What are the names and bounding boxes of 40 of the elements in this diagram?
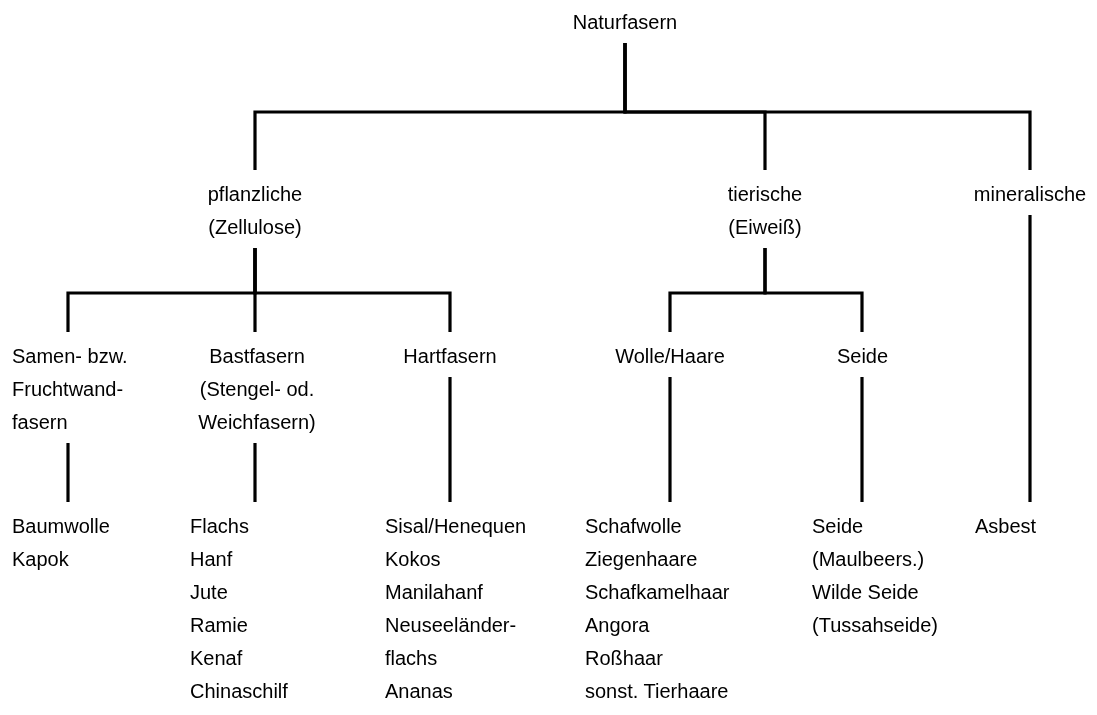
category-label: Bastfasern (Stengel- od. Weichfasern) [197,344,317,435]
fiber-name: Seide (Maulbeers.) [812,514,926,572]
fiber-name: Jute [190,580,229,605]
fiber-name: Ananas [385,679,454,704]
category-label: Samen- bzw. Fruchtwand- fasern [12,344,129,435]
tree-connector [623,43,1032,170]
tree-connector [860,377,864,502]
category-label: pflanzliche (Zellulose) [206,182,304,240]
fiber-name: Chinaschilf [190,679,289,704]
tree-connector [1028,215,1032,502]
fiber-name: Schafkamelhaar [585,580,731,605]
tree-connector [763,248,864,332]
fiber-name: Roßhaar [585,646,664,671]
fiber-name: Schafwolle [585,514,683,539]
tree-connector [448,377,452,502]
fiber-name: Ramie [190,613,249,638]
category-label: Hartfasern [402,344,498,369]
tree-connector [66,443,70,502]
fiber-name: Ziegenhaare [585,547,699,572]
fiber-name: Kokos [385,547,442,572]
fiber-name: Asbest [975,514,1038,539]
fiber-name: sonst. Tierhaare [585,679,730,704]
fiber-name: Wilde Seide (Tussahseide) [812,580,939,638]
fiber-name: Neuseeländer- flachs [385,613,518,671]
tree-connector [668,377,672,502]
category-label: Naturfasern [571,10,679,35]
fiber-name: Kenaf [190,646,244,671]
fiber-name: Hanf [190,547,234,572]
category-label: Wolle/Haare [614,344,726,369]
category-label: Seide [835,344,890,369]
fiber-name: Baumwolle [12,514,111,539]
fiber-name: Kapok [12,547,70,572]
tree-connector [253,248,452,332]
tree-connector [253,443,257,502]
fiber-name: Manilahanf [385,580,484,605]
category-label: mineralische [972,182,1088,207]
fiber-name: Flachs [190,514,250,539]
fiber-name: Sisal/Henequen [385,514,528,539]
category-label: tierische (Eiweiß) [726,182,804,240]
fiber-name: Angora [585,613,651,638]
